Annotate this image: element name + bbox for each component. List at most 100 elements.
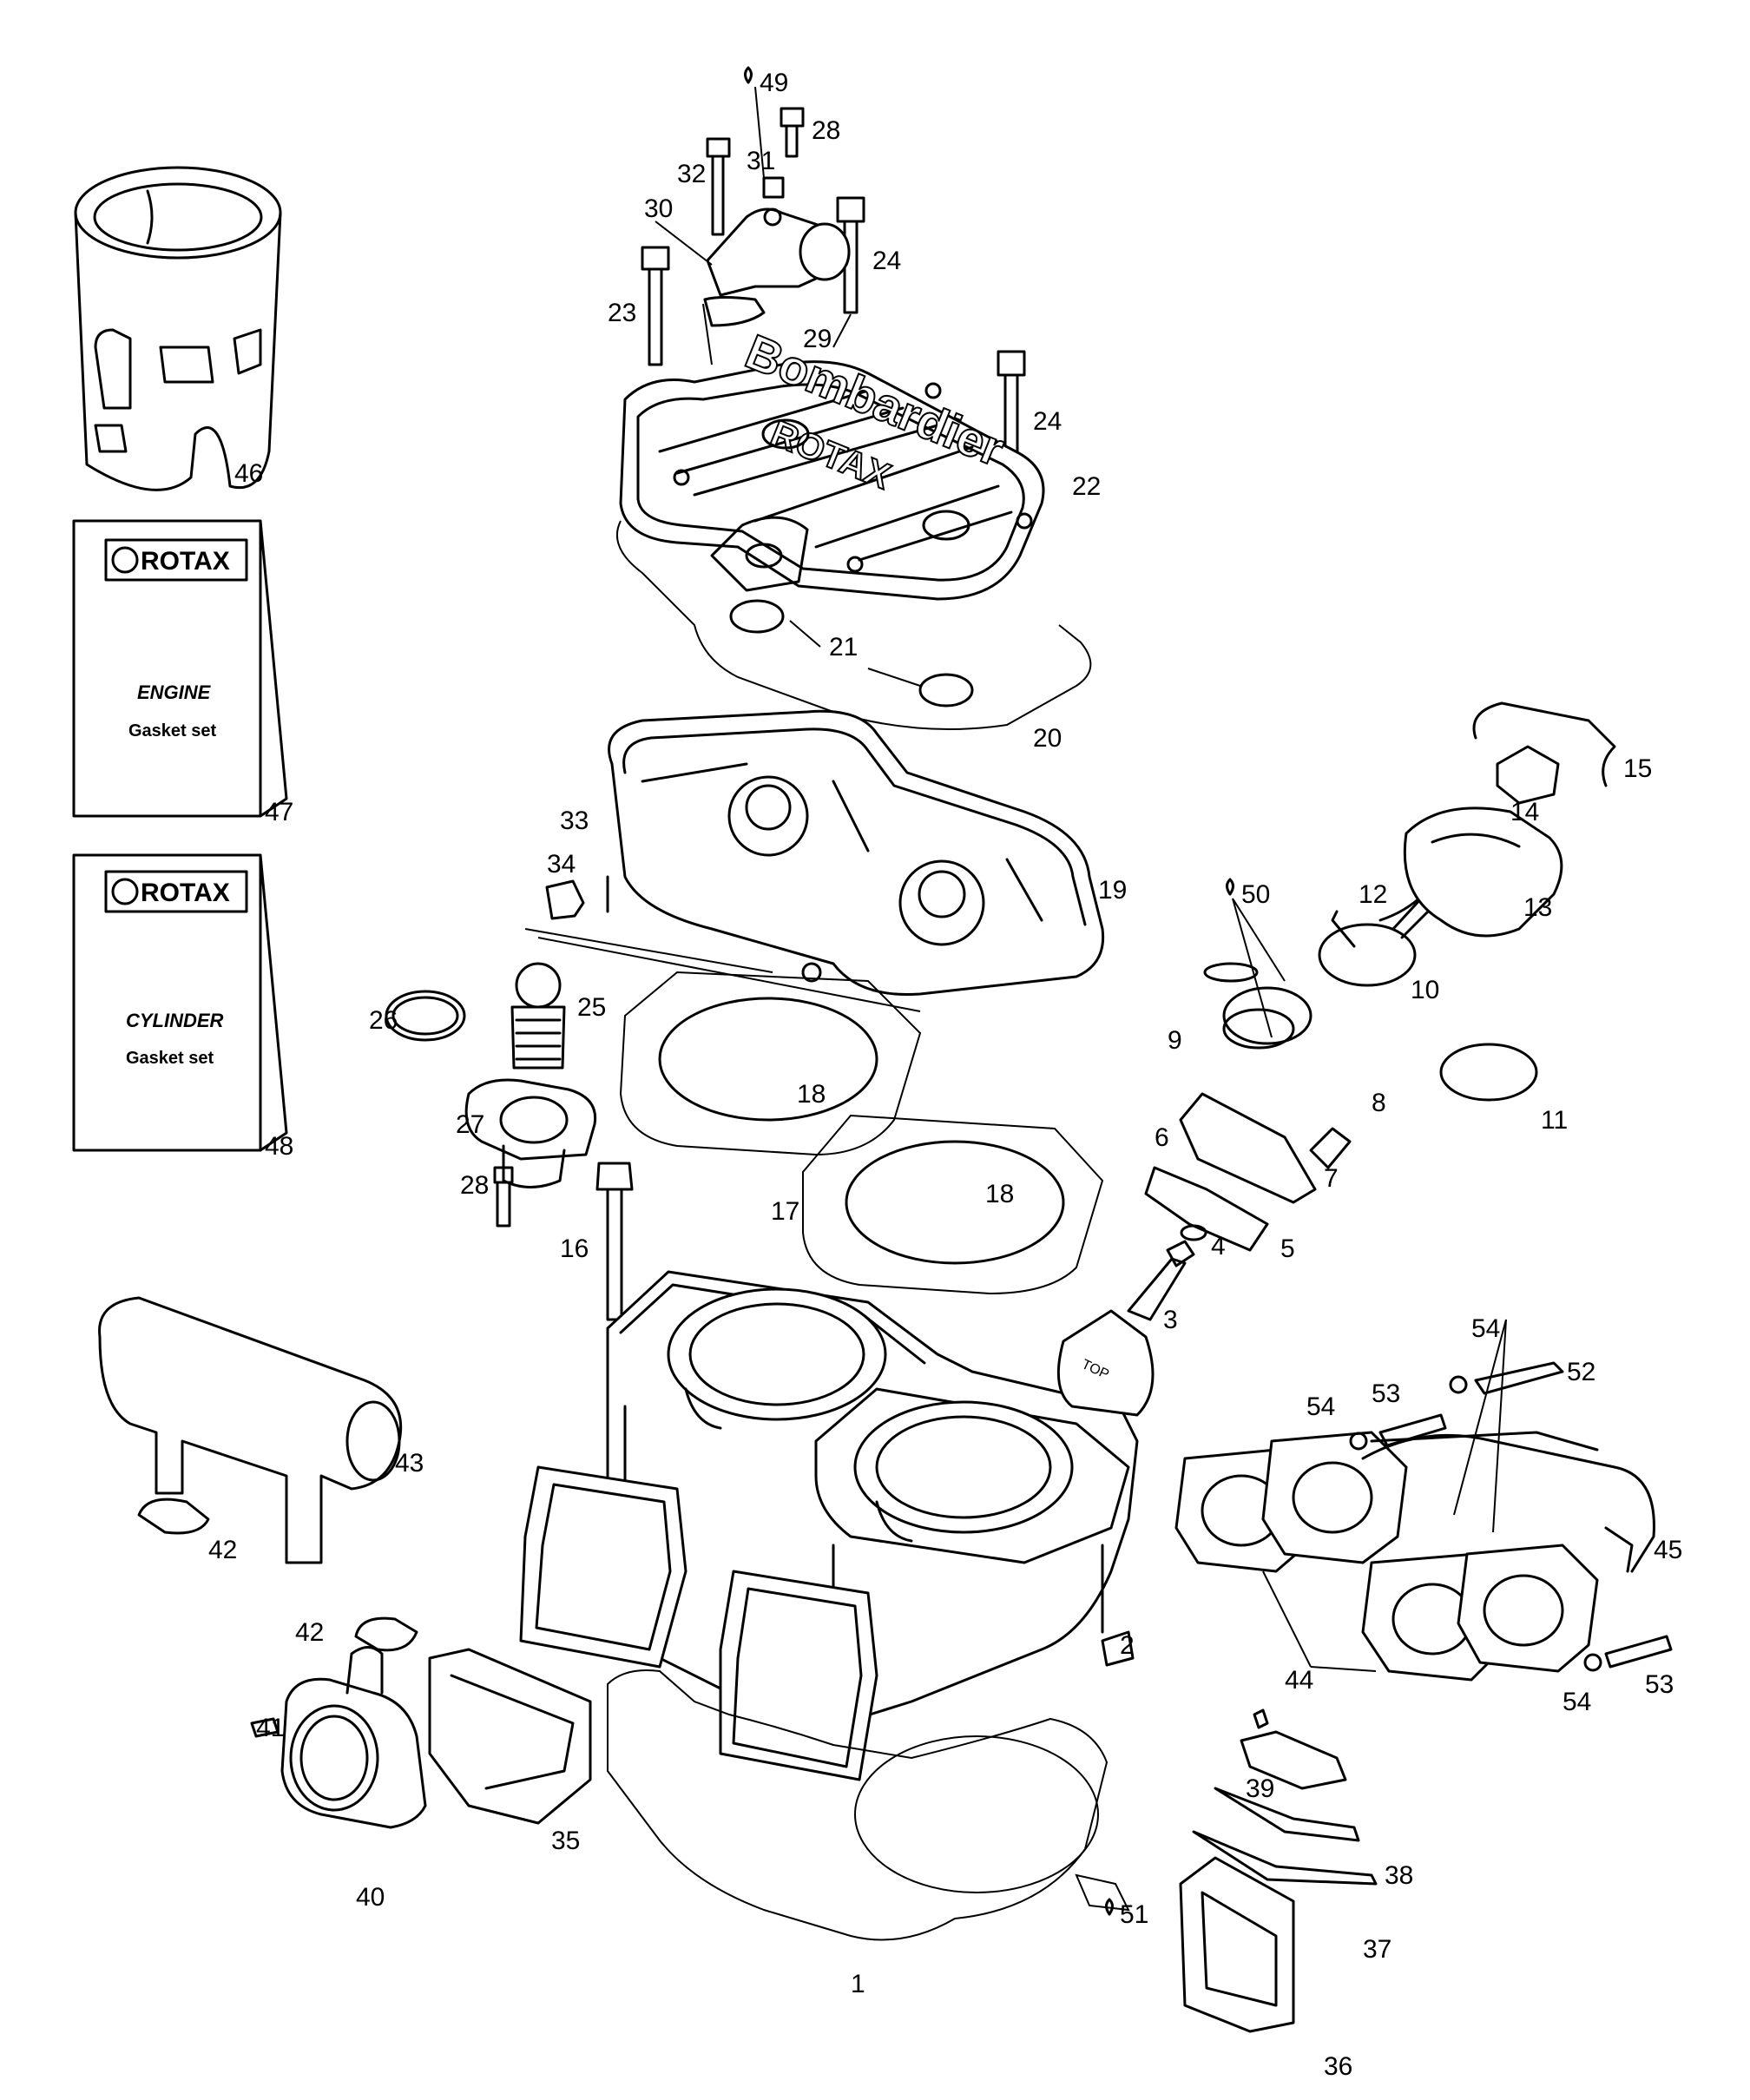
o-ring xyxy=(918,673,974,708)
cylinder-sleeve xyxy=(74,166,282,491)
cylinder-block xyxy=(606,1270,1139,1725)
rotax-logo-icon xyxy=(111,546,139,574)
rotax-logo-icon xyxy=(111,878,139,905)
valve-diaphragm xyxy=(1318,923,1417,987)
callout: 28 xyxy=(812,116,840,145)
callout: 28 xyxy=(460,1171,489,1200)
callout: 44 xyxy=(1285,1666,1313,1695)
rave-valve-group: TOP xyxy=(1056,701,1616,1417)
thermostat-seal xyxy=(385,990,466,1042)
callout: 33 xyxy=(560,806,589,835)
callout: 50 xyxy=(1241,880,1270,909)
callout: 11 xyxy=(1541,1106,1568,1135)
callout: 24 xyxy=(872,247,901,275)
valve-o-ring-small xyxy=(1203,962,1259,983)
callout: 17 xyxy=(771,1197,799,1226)
callout: 49 xyxy=(760,69,788,97)
callout: 18 xyxy=(797,1080,826,1109)
thermostat-group xyxy=(385,928,773,1228)
callout: 26 xyxy=(369,1006,398,1035)
callout: 54 xyxy=(1471,1314,1500,1343)
callout: 9 xyxy=(1168,1026,1182,1055)
callout: 27 xyxy=(456,1110,484,1139)
callout: 20 xyxy=(1033,724,1062,753)
o-ring xyxy=(729,599,785,634)
callout: 1 xyxy=(851,1970,865,1998)
head-bolts-and-outlet xyxy=(641,107,1026,464)
callout: 43 xyxy=(395,1449,424,1478)
callout: 24 xyxy=(1033,407,1062,436)
callout: 13 xyxy=(1523,893,1552,922)
callout: 3 xyxy=(1163,1306,1178,1334)
callout: 25 xyxy=(577,993,606,1022)
callout: 51 xyxy=(1120,1900,1148,1929)
callout: 30 xyxy=(644,194,673,223)
cylinder-head-base xyxy=(608,709,1105,997)
exhaust-gasket xyxy=(1457,1544,1599,1673)
callout: 21 xyxy=(829,633,858,662)
callout: 16 xyxy=(560,1234,589,1263)
callout: 18 xyxy=(985,1180,1014,1208)
exhaust-group xyxy=(98,1296,1673,1682)
callout: 40 xyxy=(356,1883,385,1912)
callout: 32 xyxy=(677,160,706,188)
cylinder-head-gaskets xyxy=(595,971,1104,1321)
oil-drop-icons xyxy=(744,66,1234,1916)
callout: 45 xyxy=(1654,1536,1682,1564)
callout-47: 47 xyxy=(265,798,293,826)
intake-group xyxy=(250,1646,1378,2033)
callout: 37 xyxy=(1363,1935,1391,1964)
engine-gasket-set-card: ROTAX ENGINE Gasket set xyxy=(72,519,288,818)
callout: 23 xyxy=(608,299,636,327)
callout: 14 xyxy=(1510,798,1539,826)
callout-48: 48 xyxy=(265,1132,293,1161)
card-brand: ROTAX xyxy=(141,547,230,576)
callout: 53 xyxy=(1645,1670,1674,1699)
callout: 46 xyxy=(234,459,263,488)
callout: 2 xyxy=(1120,1631,1135,1660)
callout: 6 xyxy=(1155,1123,1169,1152)
callout: 12 xyxy=(1359,880,1387,909)
callout: 7 xyxy=(1324,1164,1339,1193)
cylinder-gasket-set-card: ROTAX CYLINDER Gasket set xyxy=(72,853,288,1152)
callout: 39 xyxy=(1246,1774,1274,1803)
cylinder-head: Bombardier ROTAX xyxy=(619,323,1045,601)
callout: 42 xyxy=(295,1618,324,1647)
valve-o-ring xyxy=(1180,1224,1207,1241)
callout: 8 xyxy=(1372,1089,1386,1117)
card-subtitle: Gasket set xyxy=(128,721,217,741)
callout: 35 xyxy=(551,1827,580,1855)
oil-drop-icon xyxy=(1105,1898,1114,1916)
callout: 19 xyxy=(1098,876,1127,905)
callout: 36 xyxy=(1324,2052,1352,2081)
valve-piston xyxy=(1222,986,1312,1045)
callout: 15 xyxy=(1623,754,1652,783)
callout: 22 xyxy=(1072,472,1101,501)
exhaust-gasket xyxy=(1261,1431,1408,1564)
callout: 29 xyxy=(803,325,832,353)
card-title: ENGINE xyxy=(137,681,212,703)
card-title: CYLINDER xyxy=(126,1010,224,1031)
card-brand: ROTAX xyxy=(141,879,230,907)
callout: 42 xyxy=(208,1536,237,1564)
callout: 54 xyxy=(1562,1688,1591,1716)
oil-drop-icon xyxy=(1226,878,1234,896)
callout: 54 xyxy=(1306,1392,1335,1421)
crankcase-gasket xyxy=(607,1669,1130,1941)
callout: 10 xyxy=(1411,976,1439,1004)
callout: 53 xyxy=(1372,1379,1400,1408)
callout: 38 xyxy=(1385,1861,1413,1890)
intake-frames xyxy=(519,1465,878,1781)
callout: 34 xyxy=(547,850,576,879)
plug-34 xyxy=(545,875,609,920)
hose-clamp xyxy=(354,1616,418,1652)
callout: 41 xyxy=(256,1714,285,1742)
callout: 5 xyxy=(1280,1234,1295,1263)
hose-clamp xyxy=(137,1498,210,1535)
valve-o-ring-large xyxy=(1439,1043,1538,1102)
card-subtitle: Gasket set xyxy=(126,1049,214,1068)
callout: 31 xyxy=(747,147,775,175)
callout: 4 xyxy=(1211,1232,1226,1261)
callout: 52 xyxy=(1567,1358,1595,1386)
